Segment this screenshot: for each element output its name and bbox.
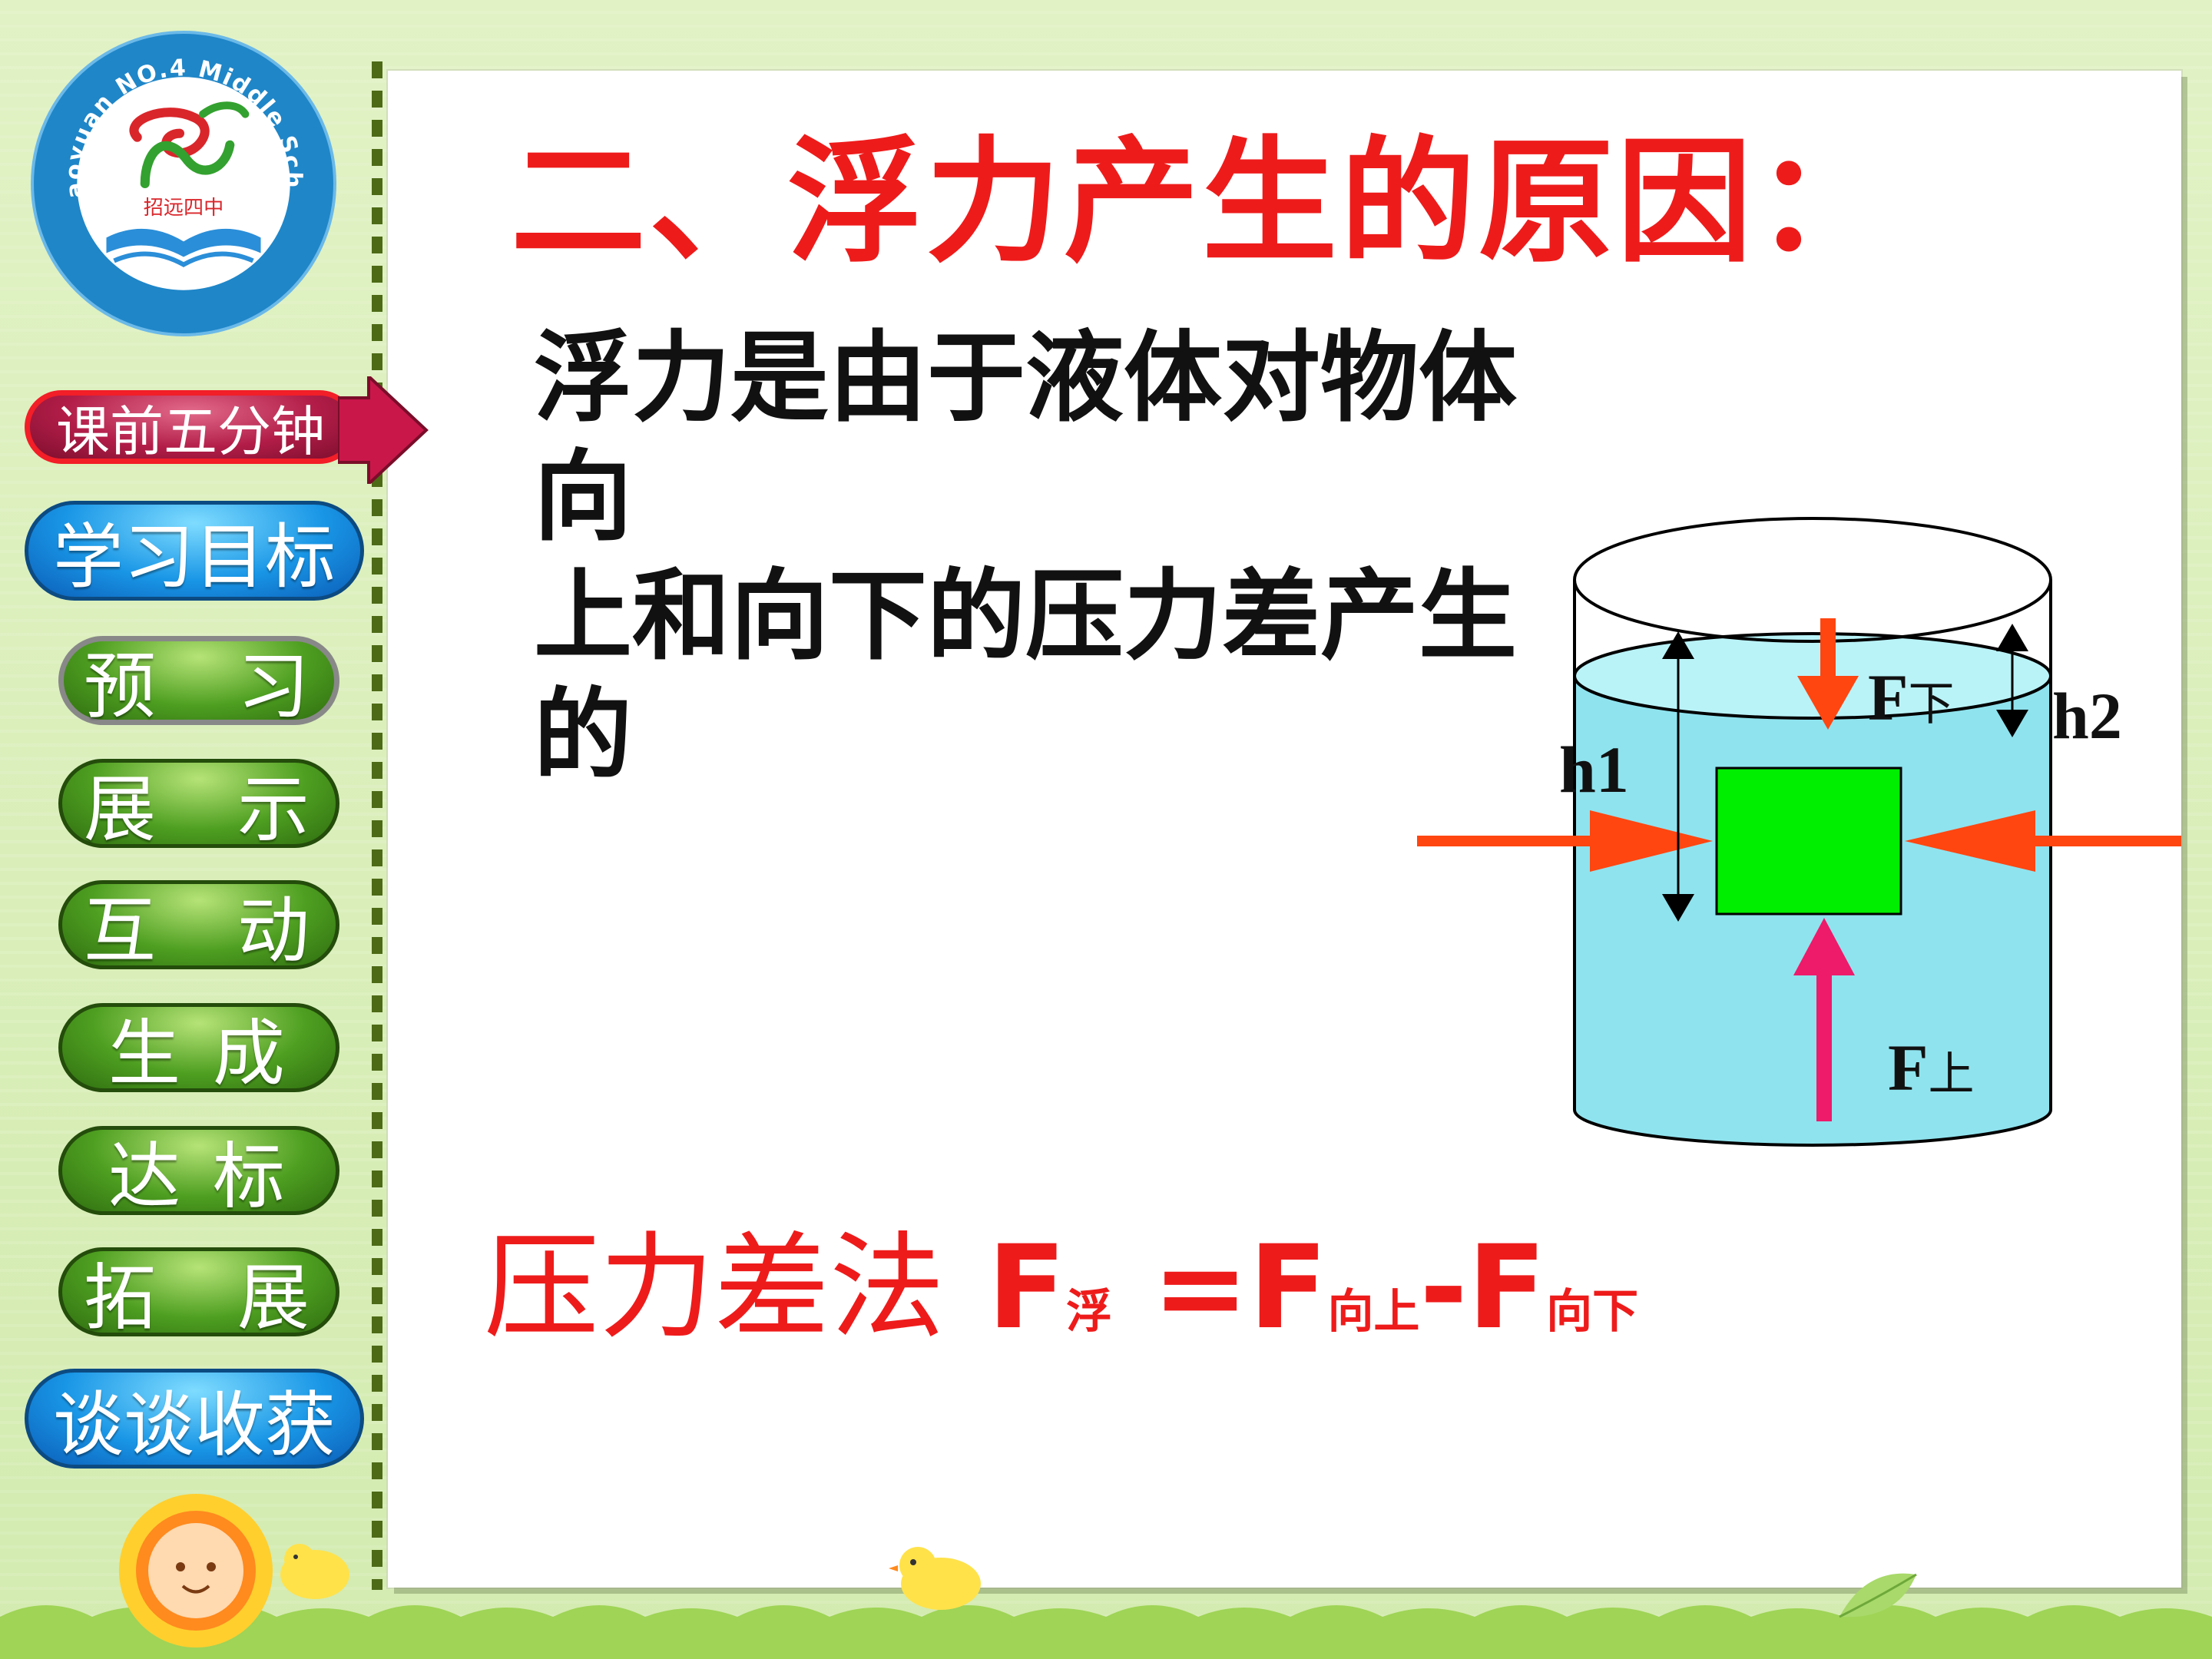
nav-item-label: 达 标 (108, 1135, 290, 1219)
right-force-arrow (1905, 810, 2181, 872)
formula-minus: -F (1419, 1221, 1547, 1355)
label-h1: h1 (1559, 733, 1629, 806)
grass-strip (0, 1605, 2212, 1659)
nav-item-preview[interactable]: 预 习 (58, 636, 339, 729)
label-h2: h2 (2052, 679, 2122, 753)
nav-item-pre-class[interactable]: 课前五分钟 (25, 390, 356, 464)
left-force-arrow (1417, 810, 1713, 872)
formula-sub-up: 向上 (1327, 1285, 1420, 1339)
formula-f-float: F (987, 1221, 1067, 1355)
sun-icon (119, 1494, 273, 1647)
chick-icon (889, 1547, 981, 1610)
nav-item-label: 生 成 (108, 1012, 290, 1096)
body-line-2: 上和向下的压力差产生的 (534, 559, 1518, 793)
nav-item-interact[interactable]: 互 动 (58, 880, 339, 973)
label-f-up: F上 (1888, 1031, 1975, 1104)
nav-item-generate[interactable]: 生 成 (58, 1003, 339, 1096)
nav-item-label: 学习目标 (52, 515, 336, 598)
down-force-arrow (1797, 618, 1859, 730)
chick-icon (280, 1544, 349, 1599)
nav-item-label: 展 示 (83, 768, 314, 852)
nav-item-learning-goals[interactable]: 学习目标 (25, 501, 364, 601)
formula-sub-float: 浮 (1066, 1285, 1113, 1339)
slide-title: 二、浮力产生的原因： (511, 124, 1894, 281)
submerged-block (1715, 767, 1902, 916)
body-line-1: 浮力是由于液体对物体向 (534, 321, 1518, 555)
nav-item-label: 拓 展 (83, 1257, 314, 1340)
nav-item-label: 预 习 (83, 645, 314, 729)
nav-item-label: 课前五分钟 (56, 399, 325, 463)
nav-item-show[interactable]: 展 示 (58, 759, 339, 852)
arrow-right-icon (338, 376, 429, 484)
nav-item-achieve[interactable]: 达 标 (58, 1126, 339, 1219)
formula-eq: =F (1112, 1221, 1328, 1355)
logo-chinese-text: 招远四中 (144, 197, 224, 220)
nav-item-label: 互 动 (83, 889, 314, 973)
school-logo: Zhaoyuan NO.4 Middle School 招远四中 (29, 29, 336, 336)
pressure-difference-formula: 压力差法 F浮 =F向上-F向下 (484, 1194, 1638, 1361)
nav-item-extend[interactable]: 拓 展 (58, 1247, 339, 1340)
formula-sub-down: 向下 (1546, 1285, 1639, 1339)
nav-item-label: 谈谈收获 (52, 1383, 336, 1466)
container-rim (1573, 517, 2052, 643)
sidebar-nav: 课前五分钟 学习目标 预 习 展 示 互 动 生 成 达 标 拓 展 谈谈收获 (0, 0, 429, 1659)
label-f-down: F下 (1868, 661, 1955, 734)
up-force-arrow (1793, 918, 1855, 1121)
cylinder-figure (1417, 517, 2181, 1147)
buoyancy-diagram: F下 F上 h1 h2 (1413, 515, 2181, 1190)
formula-lead: 压力差法 (484, 1221, 945, 1355)
slide-body: 浮力是由于液体对物体向 上和向下的压力差产生的 (534, 319, 1609, 795)
leaf-icon (1839, 1573, 1917, 1618)
nav-item-summary[interactable]: 谈谈收获 (25, 1369, 364, 1469)
